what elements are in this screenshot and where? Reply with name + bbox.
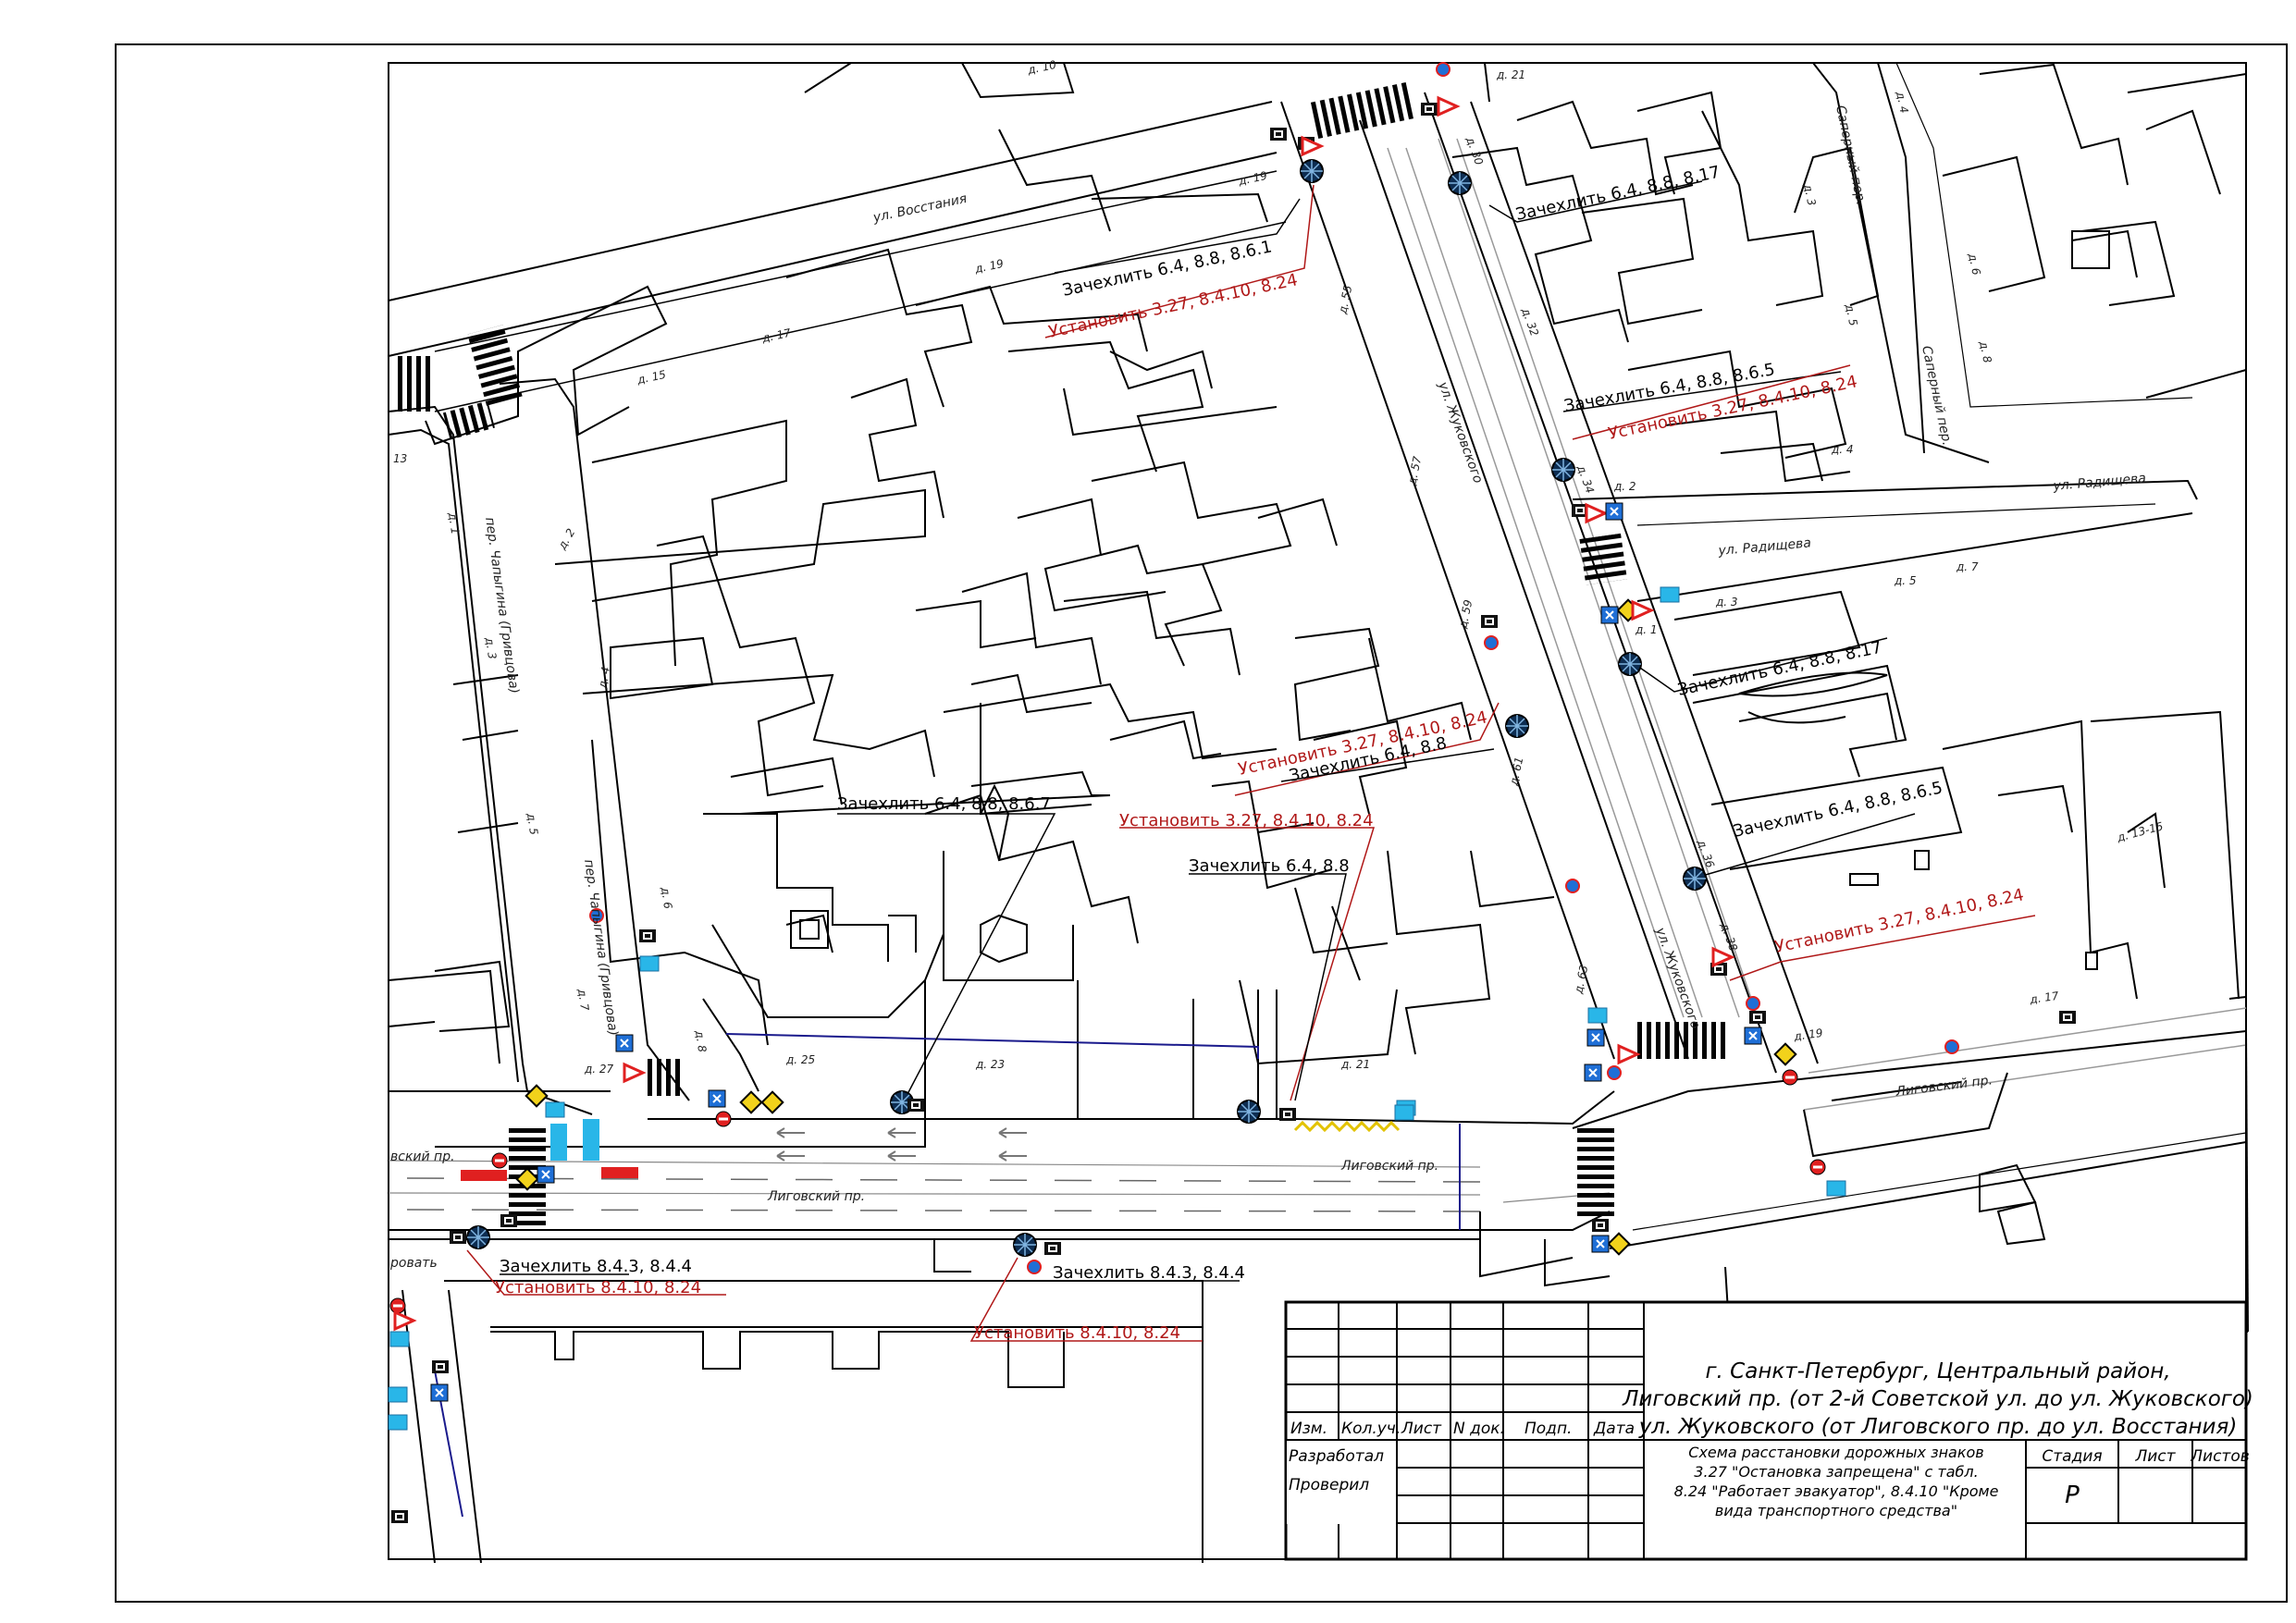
house-label: д. 55	[1336, 284, 1354, 315]
house-label: д. 3	[1715, 596, 1738, 609]
house-label: д. 5	[1894, 574, 1917, 587]
house-label: д. 1	[1635, 623, 1658, 636]
street-sapyorny-2: Саперный пер.	[1919, 345, 1954, 448]
tb-stage-value: Р	[2065, 1482, 2080, 1509]
house-label: д. 6	[659, 885, 674, 910]
house-label: 13	[393, 452, 407, 465]
zigzag-marking	[1293, 1120, 1401, 1133]
house-label: д. 5	[525, 811, 540, 835]
note-install: Установить 3.27, 8.4.10, 8.24	[1119, 811, 1374, 830]
house-label: д. 5	[1843, 302, 1860, 327]
house-label: д. 59	[1456, 598, 1475, 630]
barrier-left	[461, 1170, 507, 1181]
street-sapyorny-1: Саперный пер.	[1833, 105, 1868, 207]
tb-header: Дата	[1593, 1420, 1635, 1438]
outer-frame	[115, 43, 2288, 1603]
tb-stage-label: Стадия	[2042, 1447, 2102, 1466]
house-label: д. 6	[1966, 252, 1983, 277]
note-install: Установить 8.4.10, 8.24	[495, 1278, 701, 1297]
house-label: д. 19	[1792, 1027, 1823, 1043]
house-label: д. 4	[1894, 90, 1911, 115]
tb-title-line1: г. Санкт-Петербург, Центральный район,	[1705, 1359, 2170, 1383]
note-cover: Зачехлить 8.4.3, 8.4.4	[500, 1257, 692, 1276]
house-label: д. 1	[446, 510, 462, 535]
street-vosstaniya: ул. Восстания	[871, 191, 969, 226]
leader-lines	[466, 180, 2036, 1342]
tb-desc-line4: вида транспортного средства"	[1715, 1502, 1957, 1519]
tb-header: Подп.	[1524, 1420, 1572, 1438]
note-cover: Зачехлить 6.4, 8.8, 8.6.7	[837, 794, 1051, 814]
bus-stop-lane-2	[550, 1124, 567, 1161]
lane-arrows	[776, 1127, 1027, 1162]
tb-header: Изм.	[1290, 1420, 1327, 1438]
house-label: д. 63	[1572, 964, 1590, 995]
house-label: д. 27	[584, 1063, 614, 1076]
tb-title-line2: Лиговский пр. (от 2-й Советской ул. до у…	[1622, 1387, 2253, 1411]
street-zhukovskogo-1: ул. Жуковского	[1435, 379, 1486, 486]
house-label: д. 38	[1718, 920, 1740, 953]
street-chapygina-1: пер. Чапыгина (Гривцова)	[482, 516, 522, 695]
tb-header: Кол.уч.	[1341, 1420, 1401, 1438]
tb-header: Лист	[1401, 1420, 1442, 1438]
house-label: д. 4	[596, 666, 612, 691]
house-label: д. 17	[760, 326, 793, 345]
note-cover: Зачехлить 8.4.3, 8.4.4	[1053, 1263, 1245, 1283]
house-label: д. 21	[1496, 68, 1525, 81]
house-label: д. 17	[2028, 990, 2059, 1006]
tb-developed: Разработал	[1289, 1447, 1384, 1466]
tb-checked: Проверил	[1289, 1476, 1369, 1494]
house-label: д. 8	[693, 1028, 709, 1053]
barrier-right	[601, 1167, 638, 1178]
house-label: д. 7	[575, 987, 591, 1012]
note-install: Установить 3.27, 8.4.10, 8.24	[1773, 885, 2026, 957]
tb-title-line3: ул. Жуковского (от Лиговского пр. до ул.…	[1638, 1415, 2238, 1439]
house-label: д. 30	[1463, 134, 1486, 166]
note-cover: Зачехлить 6.4, 8.8, 8.17	[1514, 163, 1722, 225]
street-ligovsky-1: Лиговский пр.	[767, 1189, 865, 1204]
street-radishcheva-2: ул. Радищева	[1717, 535, 1812, 559]
house-label: д. 3	[1801, 182, 1819, 207]
street-radishcheva-1: ул. Радищева	[2052, 471, 2147, 494]
house-label: д. 2	[555, 526, 577, 552]
note-install: Установить 8.4.10, 8.24	[974, 1323, 1180, 1343]
house-label: д. 57	[1405, 455, 1424, 487]
street-sovetskaya-fragment: ровать	[389, 1256, 438, 1271]
note-cover: Зачехлить 6.4, 8.8, 8.17	[1676, 638, 1884, 700]
house-label: д. 32	[1519, 305, 1541, 338]
street-ligovsky-2: Лиговский пр.	[1340, 1159, 1438, 1174]
house-label: д. 61	[1507, 756, 1525, 787]
house-label: д. 7	[1956, 560, 1979, 573]
tb-desc-line1: Схема расстановки дорожных знаков	[1688, 1444, 1983, 1461]
note-cover: Зачехлить 6.4, 8.8, 8.6.5	[1732, 778, 1944, 842]
house-label: д. 8	[1977, 339, 1994, 364]
street-ligovsky-3: Лиговский пр.	[1895, 1073, 1994, 1100]
tb-desc-line2: 3.27 "Остановка запрещена" с табл.	[1694, 1463, 1978, 1481]
house-label: д. 2	[1613, 480, 1636, 493]
house-label: д. 21	[1340, 1058, 1370, 1071]
tb-sheet-label: Лист	[2134, 1447, 2176, 1466]
tb-sheets-label: Листов	[2190, 1447, 2250, 1466]
title-block: Изм. Кол.уч. Лист N док. Подп. Дата Разр…	[1284, 1300, 2253, 1561]
map-layer	[388, 62, 2249, 1564]
tb-desc-line3: 8.24 "Работает эвакуатор", 8.4.10 "Кроме	[1674, 1482, 1999, 1500]
house-label: д. 19	[973, 257, 1005, 276]
house-label: д. 3	[483, 635, 499, 659]
tb-header: N док.	[1453, 1420, 1505, 1438]
bus-stop-lane	[583, 1119, 599, 1161]
house-label: д. 10	[1026, 58, 1058, 77]
note-cover: Зачехлить 6.4, 8.8	[1189, 856, 1350, 876]
house-label: д. 15	[636, 368, 667, 387]
house-label: д. 4	[1831, 443, 1854, 456]
house-label: д. 23	[975, 1058, 1005, 1071]
house-label: д. 25	[785, 1053, 815, 1066]
house-label: д. 19	[1237, 169, 1268, 188]
street-ligovsky-4: вский пр.	[390, 1150, 455, 1164]
